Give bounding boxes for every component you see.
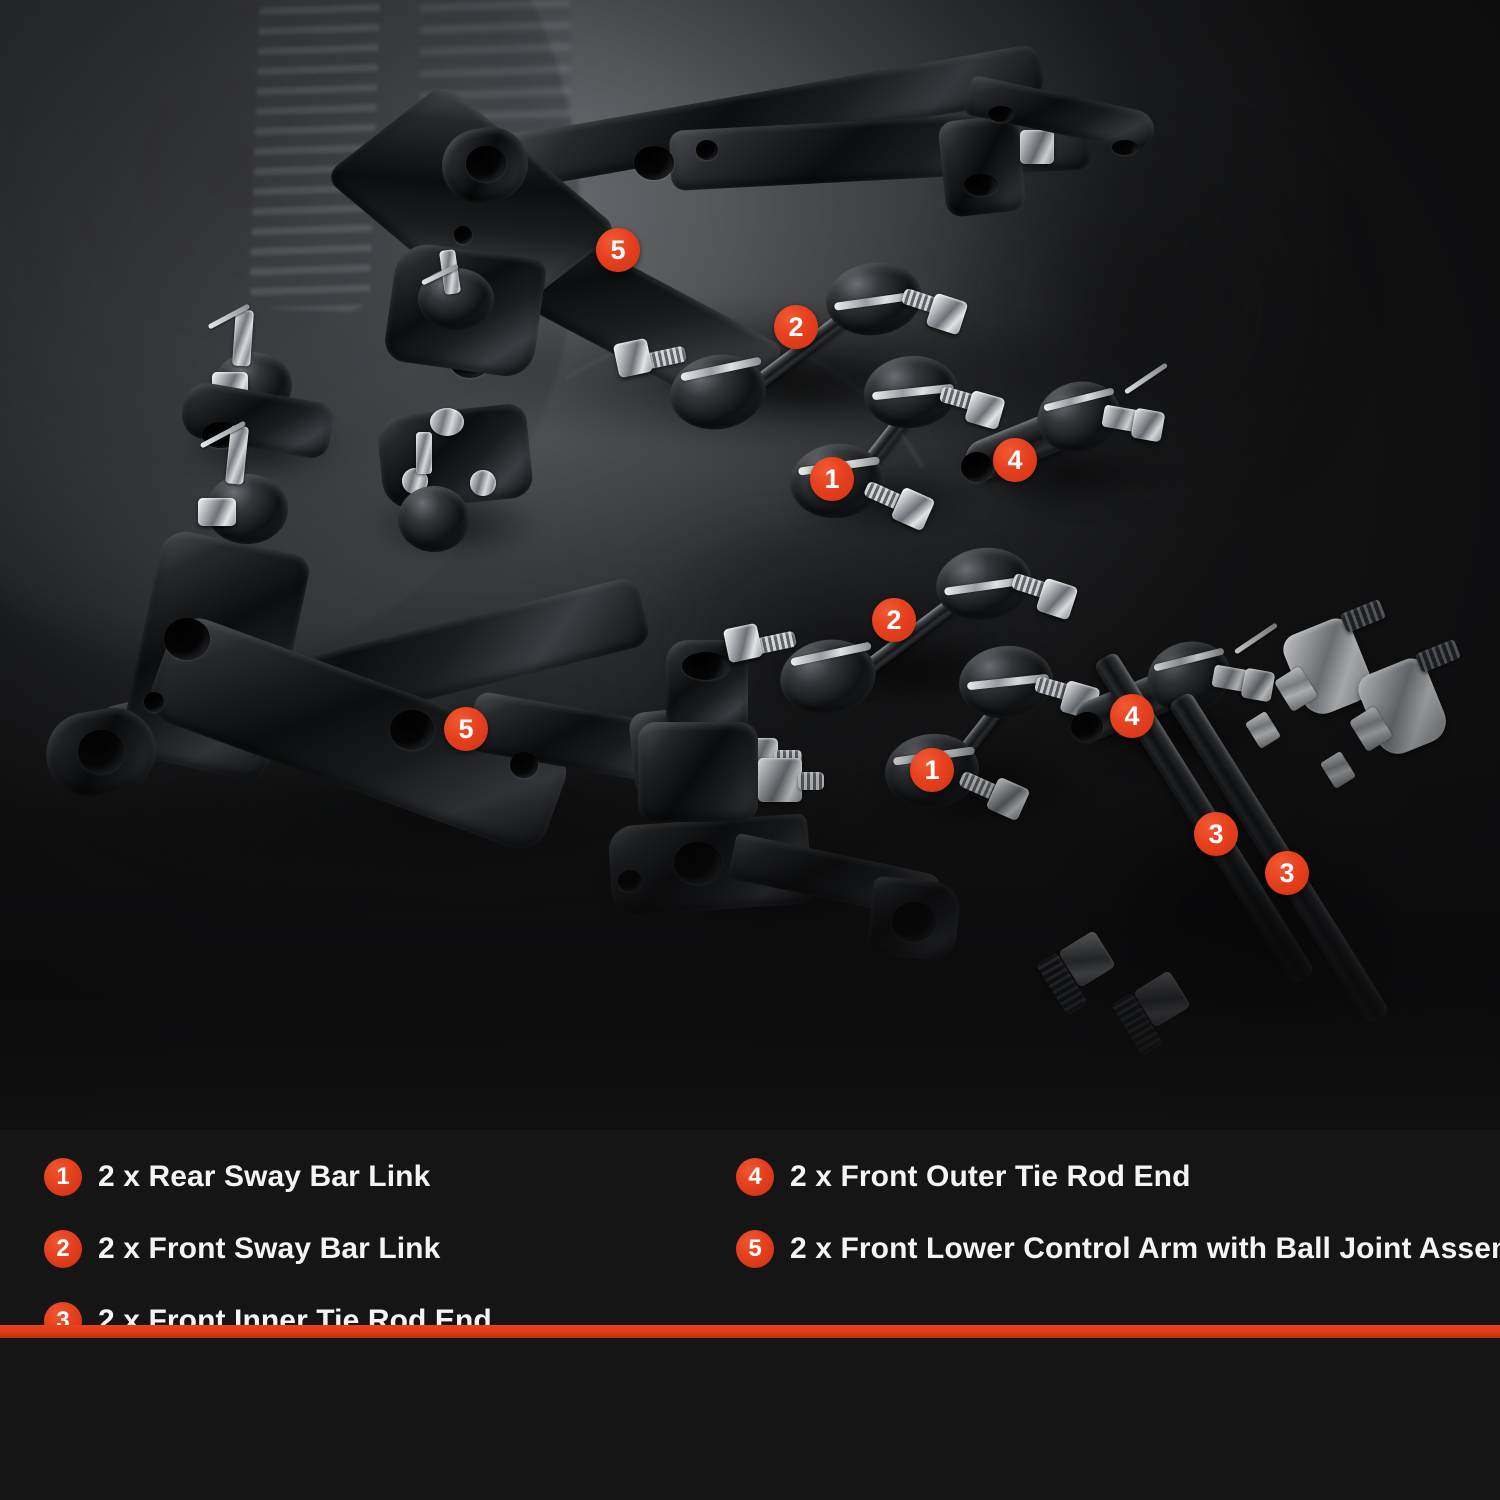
control-arm-hole-3: [454, 226, 472, 244]
legend-label-2: 2 x Front Sway Bar Link: [98, 1232, 441, 1265]
lower-arm-hole-3: [390, 710, 434, 750]
legend-label-1: 2 x Rear Sway Bar Link: [98, 1160, 431, 1193]
callout-number: 2: [886, 604, 902, 635]
legend-badge-1: 1: [44, 1158, 82, 1196]
sway-link-nut-a: [722, 622, 764, 664]
callout-badge-4-outer-tie-rod-upper: 4: [993, 438, 1037, 482]
control-arm-bracket-hole-2: [1112, 140, 1138, 155]
outer-tie-rod-cotter-pin: [1123, 362, 1169, 395]
legend-badge-number: 1: [56, 1163, 70, 1190]
inner-tie-rod-rack-thread: [1414, 638, 1462, 674]
control-arm-rear-bushing: [937, 114, 1027, 218]
lower-arm-hole-2: [144, 692, 164, 712]
callout-number: 2: [788, 311, 804, 342]
legend-item-1: 1 2 x Rear Sway Bar Link: [44, 1154, 492, 1200]
control-arm-hole-2: [696, 140, 718, 160]
sway-link-nut-a: [612, 337, 654, 379]
callout-number: 1: [824, 463, 840, 494]
callout-number: 3: [1279, 857, 1295, 888]
lower-arm-ball-joint-nut: [198, 498, 236, 526]
callout-badge-4-outer-tie-rod-lower: 4: [1110, 694, 1154, 738]
control-arm-rear-bushing-bore: [964, 174, 998, 196]
legend-label-4: 2 x Front Outer Tie Rod End: [790, 1160, 1191, 1193]
callout-badge-5-lower-arm: 5: [444, 707, 488, 751]
legend-label-5: 2 x Front Lower Control Arm with Ball Jo…: [790, 1232, 1500, 1265]
inner-tie-rod-collar-2: [1319, 750, 1357, 790]
control-arm-front-bushing-bore: [466, 146, 506, 182]
inner-tie-rod-rack-thread: [1339, 598, 1387, 634]
outer-tie-rod-socket-bore: [961, 452, 993, 482]
legend-left-column: 1 2 x Rear Sway Bar Link 2 2 x Front Swa…: [44, 1154, 492, 1370]
legend-badge-number: 2: [56, 1235, 70, 1262]
callout-number: 4: [1124, 700, 1140, 731]
callout-number: 5: [458, 713, 474, 744]
bracket-end-hole: [892, 902, 936, 942]
product-photo: 5 2 1 4 5 2 1 4 3 3: [0, 0, 1500, 1130]
lower-arm-front-bushing-bore: [78, 730, 124, 774]
callout-badge-5-upper-arm: 5: [596, 228, 640, 272]
bracket-nut: [758, 758, 802, 802]
callout-badge-3-inner-tie-rod-right: 3: [1265, 851, 1309, 895]
front-outer-tie-rod-end-upper: [955, 360, 1185, 520]
legend-right-column: 4 2 x Front Outer Tie Rod End 5 2 x Fron…: [736, 1154, 1500, 1298]
lower-arm-hole-1: [164, 618, 210, 660]
callout-badge-3-inner-tie-rod-left: 3: [1194, 812, 1238, 856]
callout-number: 5: [610, 234, 626, 265]
bracket-plate-hole-1: [674, 842, 722, 884]
footer-bar: [0, 1338, 1500, 1500]
callout-badge-2-front-sway-lower: 2: [872, 598, 916, 642]
red-divider-bar: [0, 1325, 1500, 1338]
callout-number: 1: [924, 754, 940, 785]
legend-item-4: 4 2 x Front Outer Tie Rod End: [736, 1154, 1500, 1200]
outer-tie-rod-nut: [1130, 407, 1166, 443]
callout-number: 4: [1007, 444, 1023, 475]
callout-badge-1-rear-sway-lower: 1: [910, 748, 954, 792]
callout-number: 3: [1208, 818, 1224, 849]
bracket-stud: [798, 772, 824, 790]
legend-badge-2: 2: [44, 1230, 82, 1268]
lower-arm-hole-4: [510, 752, 538, 778]
legend-item-2: 2 2 x Front Sway Bar Link: [44, 1226, 492, 1272]
callout-badge-1-rear-sway-upper: 1: [810, 457, 854, 501]
bracket-bushing: [638, 722, 758, 822]
control-arm-hole-1: [634, 146, 674, 180]
legend-badge-number: 5: [748, 1235, 762, 1262]
legend-badge-number: 4: [748, 1163, 762, 1190]
control-arm-bracket-hole-1: [988, 106, 1014, 122]
control-arm-rear-nut: [1020, 130, 1054, 164]
bracket-plate-hole-2: [618, 870, 642, 892]
legend-badge-5: 5: [736, 1230, 774, 1268]
parts-legend: 1 2 x Rear Sway Bar Link 2 2 x Front Swa…: [0, 1130, 1500, 1340]
legend-badge-4: 4: [736, 1158, 774, 1196]
legend-item-5: 5 2 x Front Lower Control Arm with Ball …: [736, 1226, 1500, 1272]
bracket-top-hole: [682, 652, 730, 680]
callout-badge-2-front-sway-upper: 2: [774, 305, 818, 349]
